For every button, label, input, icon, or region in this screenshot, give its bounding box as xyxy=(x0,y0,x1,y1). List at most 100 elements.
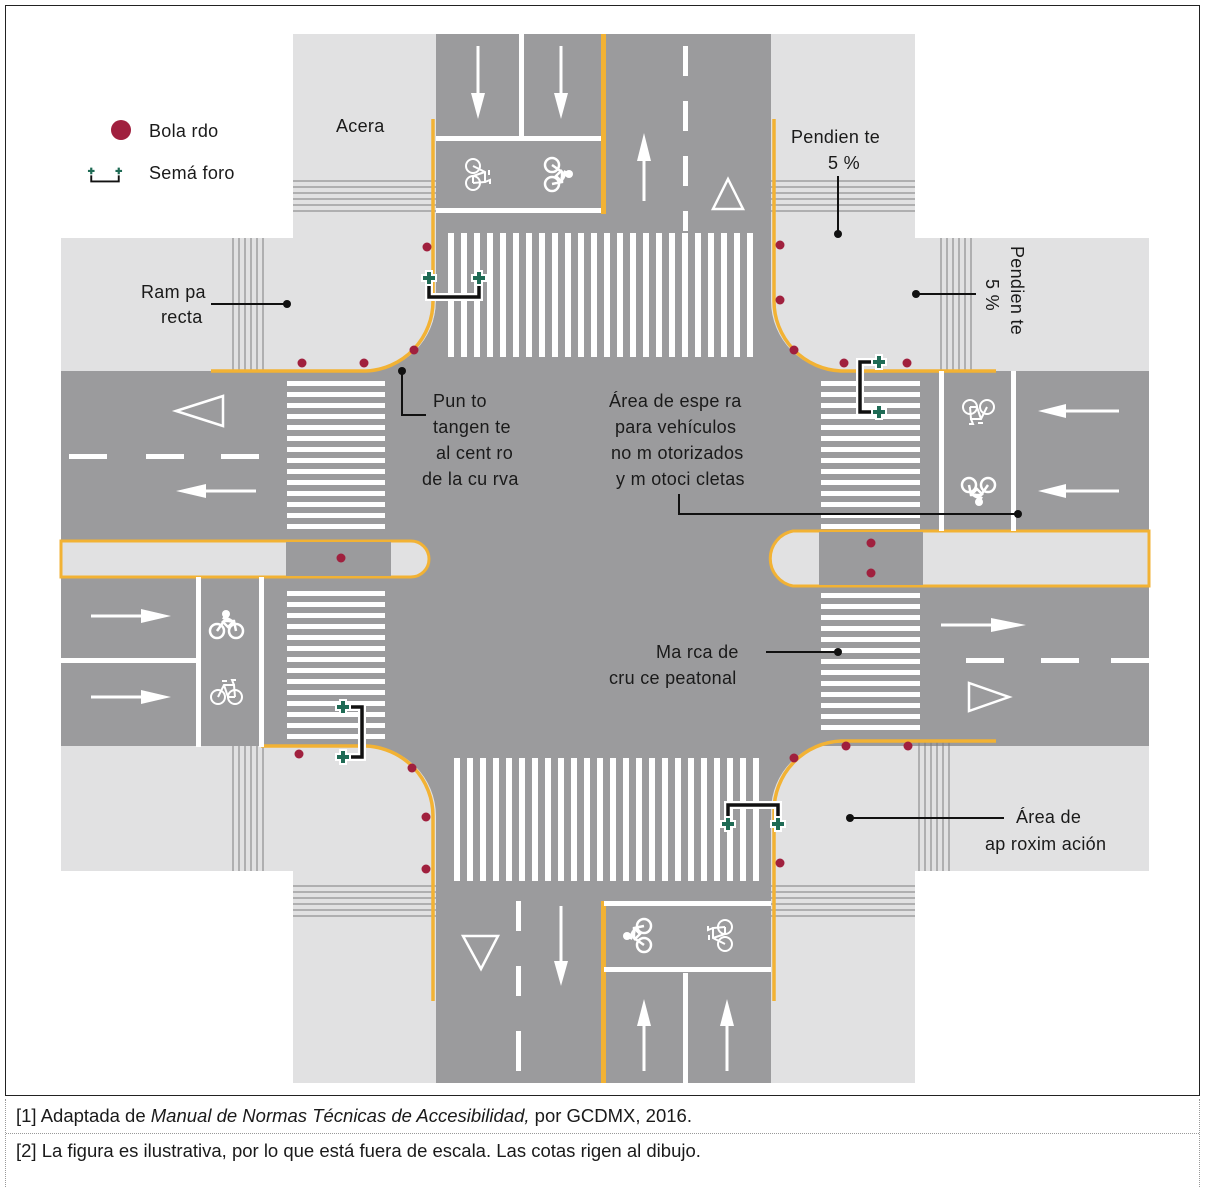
crosswalk-stripe xyxy=(669,233,675,357)
crosswalk-stripe xyxy=(821,659,920,664)
crosswalk-stripe xyxy=(821,513,920,518)
crosswalk-stripe xyxy=(604,233,610,357)
crosswalk-stripe xyxy=(708,233,714,357)
crosswalk-stripe xyxy=(821,703,920,708)
crosswalk-stripe xyxy=(565,233,571,357)
crosswalk-stripe xyxy=(500,233,506,357)
crosswalk-stripe xyxy=(519,758,525,881)
label-approach-area: Área de xyxy=(1016,807,1081,827)
crosswalk-stripe xyxy=(287,635,385,640)
arrow-icon xyxy=(91,46,1119,1071)
crosswalk-stripe xyxy=(701,758,707,881)
crosswalk-stripe xyxy=(821,637,920,642)
crosswalk-left-upper xyxy=(287,381,385,529)
crosswalk-stripe xyxy=(287,613,385,618)
label-ramp: Ram pa xyxy=(141,282,207,302)
crosswalk-stripe xyxy=(821,593,920,598)
crosswalk-stripe xyxy=(506,758,512,881)
footnote-1-title: Manual de Normas Técnicas de Accesibilid… xyxy=(150,1105,530,1126)
label-slope-top-2: 5 % xyxy=(828,153,860,173)
crosswalk-stripe xyxy=(597,758,603,881)
crosswalk-stripe xyxy=(675,758,681,881)
crosswalk-stripe xyxy=(287,480,385,485)
crosswalk-stripe xyxy=(821,458,920,463)
crosswalk-stripe xyxy=(821,681,920,686)
crosswalk-stripe xyxy=(552,233,558,357)
crosswalk-stripe xyxy=(617,233,623,357)
label-tangent: Pun to xyxy=(433,391,487,411)
crosswalk-stripe xyxy=(821,403,920,408)
crosswalk-stripe xyxy=(821,524,920,529)
crosswalk-stripe xyxy=(539,233,545,357)
crosswalk-stripe xyxy=(558,758,564,881)
crosswalk-stripe xyxy=(467,758,473,881)
label-approach-area-2: ap roxim ación xyxy=(985,834,1106,854)
crosswalk-stripe xyxy=(821,604,920,609)
footnotes: [1] Adaptada de Manual de Normas Técnica… xyxy=(5,1099,1200,1187)
crosswalk-stripe xyxy=(287,624,385,629)
crosswalk-stripe xyxy=(821,425,920,430)
crosswalk-stripe xyxy=(287,381,385,386)
lane-markings xyxy=(61,34,1149,1083)
crosswalk-stripe xyxy=(649,758,655,881)
crosswalk-stripe xyxy=(821,469,920,474)
crosswalk-stripe xyxy=(688,758,694,881)
crosswalk-stripe xyxy=(287,524,385,529)
crosswalk-stripe xyxy=(287,690,385,695)
bollard-icon xyxy=(294,240,913,874)
crosswalk-stripe xyxy=(821,381,920,386)
crosswalk-stripe xyxy=(821,615,920,620)
crosswalk-stripe xyxy=(656,233,662,357)
intersection-diagram: Bola rdo Semá foro Acera Pendien te 5 % … xyxy=(59,34,1151,1083)
annotations: Acera Pendien te 5 % Pendien te 5 % Ram … xyxy=(141,116,1106,854)
legend-bollard-label: Bola rdo xyxy=(149,121,218,141)
label-sidewalk: Acera xyxy=(336,116,385,136)
crosswalk-stripe xyxy=(721,233,727,357)
crosswalk-stripe xyxy=(636,758,642,881)
label-waiting-area-2: para vehículos xyxy=(615,417,736,437)
crosswalk-stripe xyxy=(571,758,577,881)
crosswalk-right-lower xyxy=(821,593,920,730)
crosswalk-stripe xyxy=(695,233,701,357)
crosswalk-stripe xyxy=(821,670,920,675)
footnote-1-suffix: por GCDMX, 2016. xyxy=(529,1105,692,1126)
crosswalk-stripe xyxy=(545,758,551,881)
crosswalk-stripe xyxy=(287,436,385,441)
label-tangent-2: tangen te xyxy=(433,417,511,437)
crosswalk-stripe xyxy=(287,602,385,607)
crosswalk-stripe xyxy=(821,491,920,496)
crosswalk-stripe xyxy=(610,758,616,881)
footnote-1: [1] Adaptada de Manual de Normas Técnica… xyxy=(6,1099,1199,1127)
crosswalk-stripe xyxy=(753,758,759,881)
footnote-2: [2] La figura es ilustrativa, por lo que… xyxy=(16,1140,701,1161)
crosswalk-right-upper xyxy=(821,381,920,529)
label-tangent-4: de la cu rva xyxy=(422,469,519,489)
label-waiting-area-3: no m otorizados xyxy=(611,443,744,463)
crosswalk-stripe xyxy=(821,725,920,730)
crosswalk-stripe xyxy=(287,657,385,662)
crosswalk-stripe xyxy=(287,591,385,596)
crosswalk-stripe xyxy=(821,714,920,719)
crosswalk-stripe xyxy=(821,626,920,631)
crosswalk-stripe xyxy=(747,233,753,357)
label-tangent-3: al cent ro xyxy=(436,443,513,463)
crosswalk-stripe xyxy=(513,233,519,357)
crosswalk-stripe xyxy=(630,233,636,357)
crosswalk-stripe xyxy=(821,692,920,697)
crosswalk-stripe xyxy=(584,758,590,881)
crosswalk-stripe xyxy=(487,233,493,357)
crosswalk-stripe xyxy=(287,392,385,397)
label-waiting-area: Área de espe ra xyxy=(609,391,742,411)
crosswalk-stripe xyxy=(714,758,720,881)
crosswalk-stripe xyxy=(454,758,460,881)
crosswalk-stripe xyxy=(493,758,499,881)
crosswalk-stripe xyxy=(287,447,385,452)
crosswalk-stripe xyxy=(821,447,920,452)
footnote-1-prefix: [1] Adaptada de xyxy=(16,1105,151,1126)
crosswalk-stripe xyxy=(526,233,532,357)
crosswalk-stripe xyxy=(287,458,385,463)
legend-signal-icon xyxy=(87,167,122,181)
crosswalk-stripe xyxy=(740,758,746,881)
crosswalk-stripe xyxy=(682,233,688,357)
crosswalk-stripe xyxy=(287,646,385,651)
